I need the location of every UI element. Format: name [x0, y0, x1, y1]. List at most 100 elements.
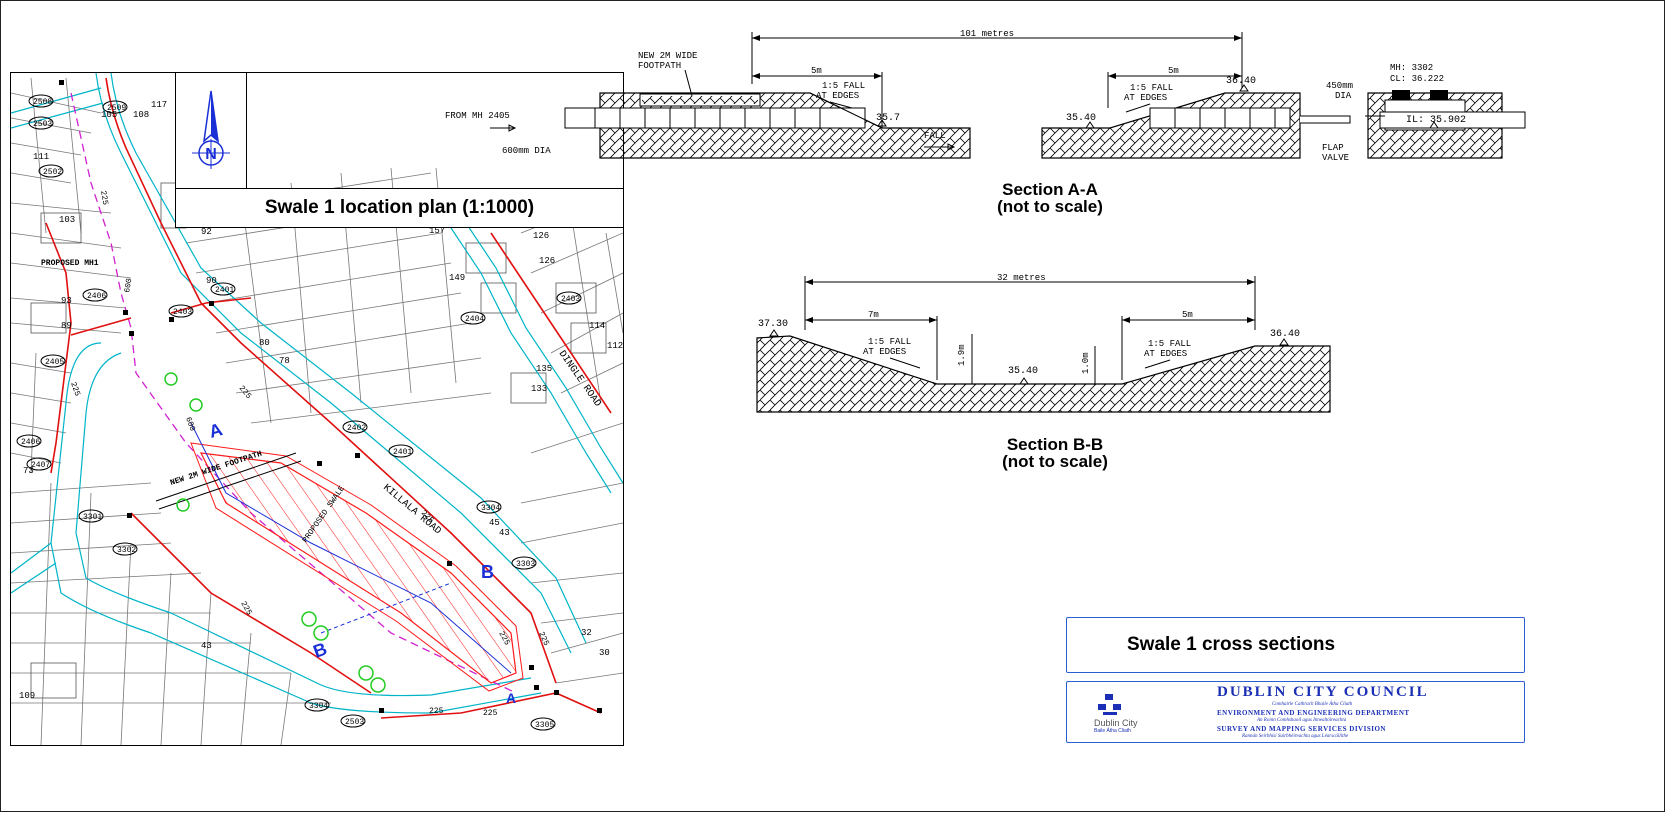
svg-text:80: 80	[259, 338, 270, 348]
building-footprints	[30, 182, 607, 699]
section-aa-pipe-600	[564, 107, 866, 129]
svg-text:126: 126	[533, 231, 549, 241]
mh-label-2401: 2401	[215, 286, 234, 295]
svg-text:157: 157	[429, 226, 445, 236]
dublin-city-logo-icon	[1098, 694, 1121, 715]
mh-3302-cl-label: CL: 36.222	[1390, 74, 1444, 84]
location-plan: A B B A 2508 2503 2509 2502 2406 2403 24…	[10, 72, 624, 746]
svg-text:112: 112	[607, 341, 623, 351]
proposed-mh-label: PROPOSED MH1	[41, 259, 99, 268]
section-aa-level-3640: 36.40	[1226, 76, 1256, 87]
sewer-line	[70, 92, 517, 694]
mh-label-2502: 2502	[43, 168, 62, 177]
section-bb-fall-right-2: AT EDGES	[1144, 349, 1187, 359]
mh-label-2508: 2508	[33, 98, 52, 107]
mh-label-2404: 2404	[465, 315, 484, 324]
svg-text:225: 225	[429, 707, 444, 716]
plan-title: Swale 1 location plan (1:1000)	[264, 197, 535, 218]
section-bb-fall-left-1: 1:5 FALL	[868, 337, 911, 347]
mh-label-2403b: 2403	[561, 295, 580, 304]
mh-label-2402: 2402	[347, 424, 366, 433]
drainage-lines	[45, 77, 612, 719]
council-name: DUBLIN CITY COUNCIL	[1217, 684, 1429, 700]
fall-at-edges-right-2: AT EDGES	[1124, 93, 1167, 103]
proposed-swale-area	[199, 452, 517, 684]
new-footpath-line	[155, 452, 297, 502]
footpath-label-line2: FOOTPATH	[638, 61, 681, 71]
section-aa-right-dimension: 5m	[1168, 66, 1179, 76]
svg-text:32: 32	[581, 628, 592, 638]
section-line-aa	[190, 422, 512, 674]
svg-text:126: 126	[539, 256, 555, 266]
department-name: ENVIRONMENT AND ENGINEERING DEPARTMENT	[1217, 709, 1410, 717]
section-a-marker-2: A	[506, 690, 516, 706]
section-bb-right-dimension: 5m	[1182, 310, 1193, 320]
svg-text:225: 225	[536, 630, 550, 647]
svg-text:73: 73	[23, 466, 34, 476]
mh-label-3303: 3303	[516, 560, 535, 569]
section-bb-left-dimension: 7m	[868, 310, 879, 320]
svg-text:225: 225	[98, 190, 109, 206]
pipe-450-label-2: DIA	[1335, 91, 1352, 101]
dingle-road-label: DINGLE ROAD	[556, 349, 603, 409]
svg-text:225: 225	[237, 384, 253, 401]
svg-text:92: 92	[201, 227, 212, 237]
svg-text:30: 30	[599, 648, 610, 658]
section-aa-title-line1: Section A-A	[1002, 180, 1098, 199]
svg-text:111: 111	[33, 152, 49, 162]
svg-text:43: 43	[201, 641, 212, 651]
section-bb-total-dimension: 32 metres	[997, 273, 1046, 283]
svg-text:225: 225	[238, 600, 253, 617]
north-arrow-icon: N	[192, 90, 230, 169]
manhole-markers	[59, 80, 602, 713]
road-kerbs	[11, 73, 623, 714]
mh-label-3305: 3305	[535, 721, 554, 730]
mh-label-3304: 3304	[481, 504, 500, 513]
mh-3302-il-label: IL: 35.902	[1406, 115, 1466, 126]
svg-text:103: 103	[59, 215, 75, 225]
section-bb-ground	[756, 335, 1331, 413]
fall-at-edges-right-1: 1:5 FALL	[1130, 83, 1173, 93]
section-aa-drawing: 101 metres 5m 5m 35.7 35.40 36.40 NEW 2M…	[445, 29, 1526, 163]
svg-text:43: 43	[499, 528, 510, 538]
section-bb-depth-right: 1.0m	[1081, 352, 1091, 374]
section-aa-left-dimension: 5m	[811, 66, 822, 76]
department-name-irish: An Roinn Comhshaoil agus Innealtóireacht…	[1257, 718, 1347, 723]
council-name-irish: Comhairle Cathrach Bhaile Átha Cliath	[1272, 702, 1353, 707]
section-b-marker-2: B	[311, 639, 330, 662]
svg-text:78: 78	[279, 356, 290, 366]
mh-label-2403: 2403	[173, 308, 192, 317]
north-arrow-panel: N	[175, 72, 247, 190]
fall-at-edges-left-1: 1:5 FALL	[822, 81, 865, 91]
drawing-title-box: Swale 1 cross sections	[1066, 617, 1525, 673]
section-aa-title: Section A-A (not to scale)	[940, 181, 1160, 215]
section-bb-fall-right-1: 1:5 FALL	[1148, 339, 1191, 349]
svg-text:89: 89	[61, 321, 72, 331]
section-aa-level-357: 35.7	[876, 113, 900, 124]
house-numbers: 103 111 92 90 80 78 93 89 73 157 149 126…	[19, 100, 623, 701]
section-a-marker: A	[207, 419, 225, 442]
svg-text:135: 135	[536, 364, 552, 374]
mh-label-3302: 3302	[117, 546, 136, 555]
footpath-label-line1: NEW 2M WIDE	[638, 51, 697, 61]
svg-text:45: 45	[489, 518, 500, 528]
section-bb-depth-left: 1.9m	[957, 344, 967, 366]
division-name-irish: Rannán Seirbhísí Suirbhéireachta agus Lé…	[1242, 734, 1349, 739]
plan-title-panel: Swale 1 location plan (1:1000)	[175, 188, 624, 228]
mh-label-2509: 2509	[107, 104, 126, 113]
mh-label-3301: 3301	[83, 513, 102, 522]
mh-3302-label: MH: 3302	[1390, 63, 1433, 73]
fall-at-edges-left-2: AT EDGES	[816, 91, 859, 101]
svg-text:93: 93	[61, 296, 72, 306]
svg-text:117: 117	[151, 100, 167, 110]
section-bb-title-line2: (not to scale)	[1002, 452, 1108, 471]
svg-text:149: 149	[449, 273, 465, 283]
section-bb-level-mid: 35.40	[1008, 366, 1038, 377]
trees	[164, 372, 386, 693]
drawing-title: Swale 1 cross sections	[1127, 634, 1336, 655]
section-aa-total-dimension: 101 metres	[960, 29, 1014, 39]
north-label: N	[205, 146, 217, 163]
svg-text:133: 133	[531, 384, 547, 394]
mh-label-2408: 2406	[21, 438, 40, 447]
section-bb-level-right: 36.40	[1270, 329, 1300, 340]
